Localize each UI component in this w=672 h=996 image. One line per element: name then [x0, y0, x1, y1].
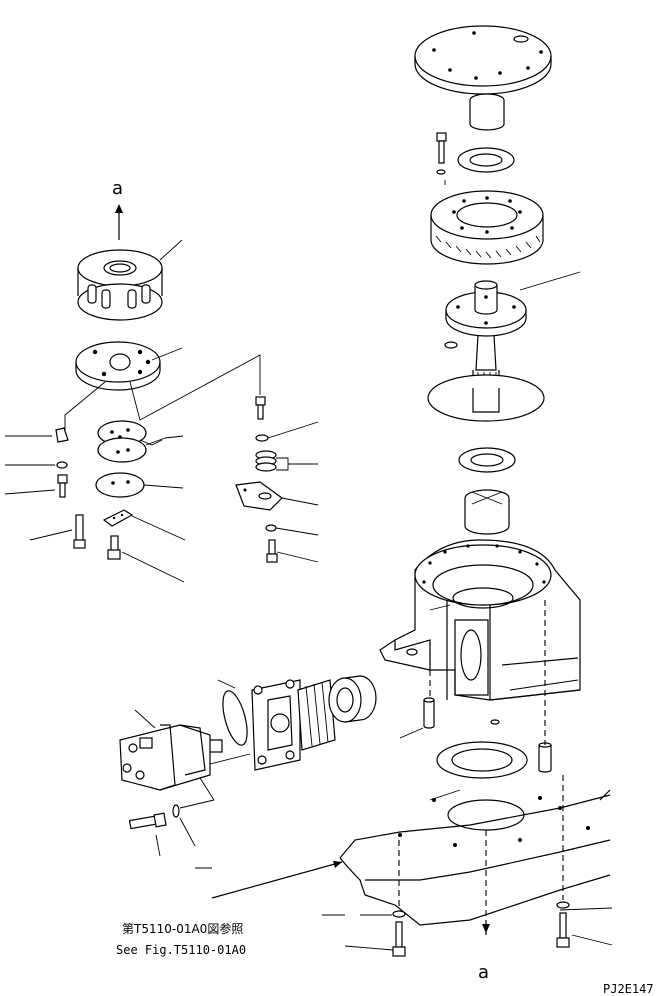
mounting-frame [339, 789, 611, 926]
planetary-carrier [77, 239, 183, 321]
upper-bolt [436, 132, 447, 175]
reference-pointer [211, 861, 343, 899]
lock-plate [102, 509, 186, 541]
view-arrow-top: a [112, 178, 123, 240]
mid-spring [255, 450, 318, 472]
lower-thrust-washer [458, 447, 516, 473]
mid-bolt [255, 396, 266, 420]
view-arrow-bottom-label: a [478, 962, 489, 983]
upper-bushing [469, 93, 505, 131]
brake-housing [251, 679, 301, 771]
left-long-bolt [29, 514, 86, 549]
frame-bolt-right [556, 901, 570, 948]
left-washer [5, 461, 68, 469]
carrier-links [64, 354, 261, 430]
frame-bolt-left [392, 910, 406, 957]
drawing-code: PJ2E147 [603, 982, 654, 996]
view-arrow-bottom: a [478, 920, 490, 983]
motor-leaders [134, 679, 236, 869]
planet-disc-upper [97, 420, 184, 463]
motor-mount-bolt [128, 804, 180, 830]
reference-text-jp: 第T5110-01A0図参照 [122, 921, 243, 936]
reference-text-en: See Fig.T5110-01A0 [116, 943, 246, 957]
o-ring [222, 690, 248, 746]
upper-thrust-washer [457, 147, 515, 173]
carrier-plate [75, 341, 183, 391]
dust-seal-disc [427, 374, 545, 422]
pinion-shaft [444, 280, 527, 411]
ring-gear [430, 190, 544, 265]
left-bolt [4, 474, 68, 498]
mid-bracket [235, 481, 319, 511]
spring-pack [297, 675, 377, 751]
lower-bushing [464, 489, 510, 535]
dowel-pins [423, 697, 552, 773]
left-lock-washer [5, 427, 69, 443]
housing-gasket [436, 741, 528, 779]
mid-small-bolt [266, 539, 319, 563]
planet-disc-lower [95, 472, 184, 498]
mid-washer [255, 421, 319, 442]
center-lines [398, 600, 564, 920]
top-cover-plate [414, 25, 552, 95]
swing-housing [379, 539, 581, 701]
mid-small-washer [265, 524, 319, 536]
left-short-bolt [107, 535, 185, 583]
leader-lines-right [322, 271, 613, 951]
hydraulic-motor [119, 724, 251, 791]
view-arrow-top-label: a [112, 178, 123, 199]
